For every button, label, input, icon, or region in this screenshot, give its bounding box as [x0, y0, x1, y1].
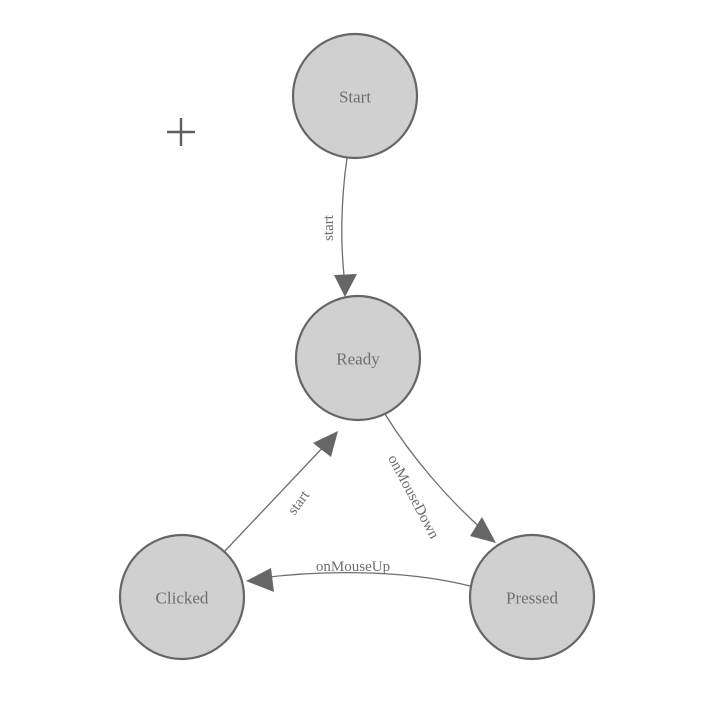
- arrowhead-icon: [313, 431, 338, 457]
- arrowhead-icon: [470, 517, 496, 543]
- edge-path: [341, 157, 348, 285]
- edge-label-start-to-ready: start: [321, 214, 337, 241]
- edge-label-clicked-to-ready: start: [285, 487, 314, 518]
- node-label: Ready: [336, 350, 380, 369]
- arrowhead-icon: [246, 568, 274, 592]
- node-start[interactable]: Start: [291, 32, 419, 160]
- edge-pressed-to-clicked[interactable]: [246, 568, 471, 592]
- node-clicked[interactable]: Clicked: [118, 533, 246, 661]
- crosshair-icon[interactable]: [167, 118, 195, 146]
- edge-ready-to-pressed[interactable]: [384, 413, 496, 543]
- edge-clicked-to-ready[interactable]: [223, 431, 338, 553]
- edge-path: [223, 442, 328, 553]
- edge-label-pressed-to-clicked: onMouseUp: [316, 559, 390, 575]
- node-circle: [468, 533, 596, 661]
- edge-path: [384, 413, 486, 533]
- node-pressed[interactable]: Pressed: [468, 533, 596, 661]
- node-circle: [291, 32, 419, 160]
- node-label: Pressed: [506, 589, 558, 608]
- edge-path: [260, 571, 471, 587]
- node-label: Clicked: [156, 589, 209, 608]
- node-ready[interactable]: Ready: [294, 294, 422, 422]
- node-circle: [294, 294, 422, 422]
- edge-label-ready-to-pressed: onMouseDown: [384, 452, 442, 542]
- edge-start-to-ready[interactable]: [334, 157, 357, 297]
- node-label: Start: [339, 88, 371, 107]
- arrowhead-icon: [334, 274, 357, 297]
- node-circle: [118, 533, 246, 661]
